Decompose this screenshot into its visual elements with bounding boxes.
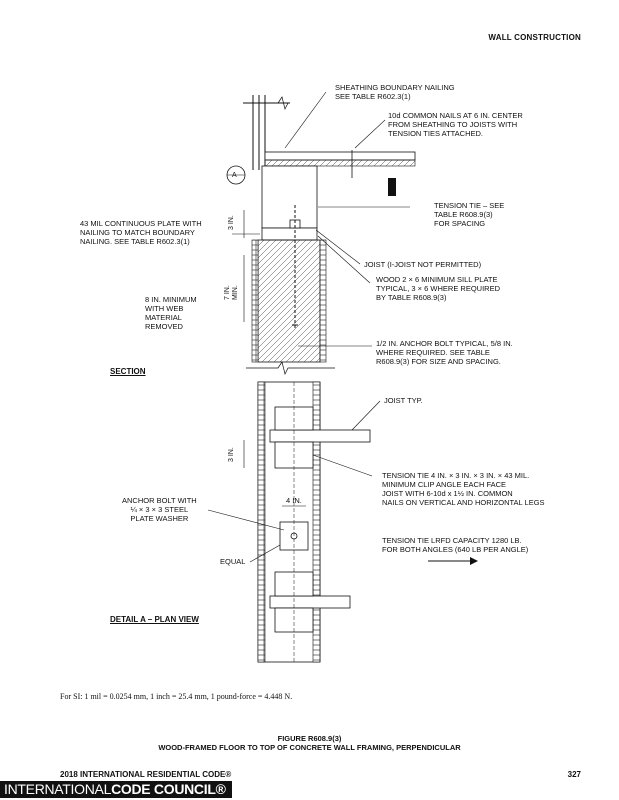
figure-number: FIGURE R608.9(3) <box>277 734 342 743</box>
nails-10d-label: 10d COMMON NAILS AT 6 IN. CENTER FROM SH… <box>388 111 523 138</box>
anchor-bolt-note-label: 1/2 IN. ANCHOR BOLT TYPICAL, 5/8 IN. WHE… <box>376 339 513 366</box>
section-title: SECTION <box>110 367 146 376</box>
dim-3in-section: 3 IN. <box>228 215 235 230</box>
code-edition: 2018 INTERNATIONAL RESIDENTIAL CODE® <box>60 770 232 779</box>
eight-in-minimum-label: 8 IN. MINIMUM WITH WEB MATERIAL REMOVED <box>145 295 197 331</box>
joist-typ-label: JOIST TYP. <box>384 396 423 405</box>
anchor-washer-label: ANCHOR BOLT WITH ¼ × 3 × 3 STEEL PLATE W… <box>122 496 197 523</box>
icc-logo: INTERNATIONALCODE COUNCIL® <box>0 781 232 798</box>
tension-tie-see-label: TENSION TIE – SEE TABLE R608.9(3) FOR SP… <box>434 201 505 228</box>
continuous-plate-label: 43 MIL CONTINUOUS PLATE WITH NAILING TO … <box>80 219 202 246</box>
logo-right: CODE COUNCIL® <box>111 781 226 797</box>
detail-a-title: DETAIL A – PLAN VIEW <box>110 615 199 624</box>
joist-note-label: JOIST (I-JOIST NOT PERMITTED) <box>364 260 482 269</box>
page-number: 327 <box>567 770 581 779</box>
sheathing-nailing-label: SHEATHING BOUNDARY NAILING SEE TABLE R60… <box>335 83 455 101</box>
figure-title: WOOD-FRAMED FLOOR TO TOP OF CONCRETE WAL… <box>158 743 461 752</box>
tension-tie-capacity-label: TENSION TIE LRFD CAPACITY 1280 LB. FOR B… <box>382 536 529 554</box>
section-view <box>226 91 416 376</box>
logo-left: INTERNATIONAL <box>4 781 112 797</box>
plan-view <box>207 381 478 663</box>
four-in-dimension: 4 IN. <box>286 496 302 505</box>
running-header: WALL CONSTRUCTION <box>488 33 581 42</box>
dim-3in-plan: 3 IN. <box>228 447 235 462</box>
tension-tie-clip-label: TENSION TIE 4 IN. × 3 IN. × 3 IN. × 43 M… <box>382 471 545 507</box>
sill-plate-label: WOOD 2 × 6 MINIMUM SILL PLATE TYPICAL, 3… <box>376 275 500 302</box>
si-conversion-footnote: For SI: 1 mil = 0.0254 mm, 1 inch = 25.4… <box>60 692 293 701</box>
dim-7in-min: 7 IN. MIN. <box>224 285 239 300</box>
detail-a-callout: A <box>232 172 237 179</box>
equal-label: EQUAL <box>220 557 246 566</box>
